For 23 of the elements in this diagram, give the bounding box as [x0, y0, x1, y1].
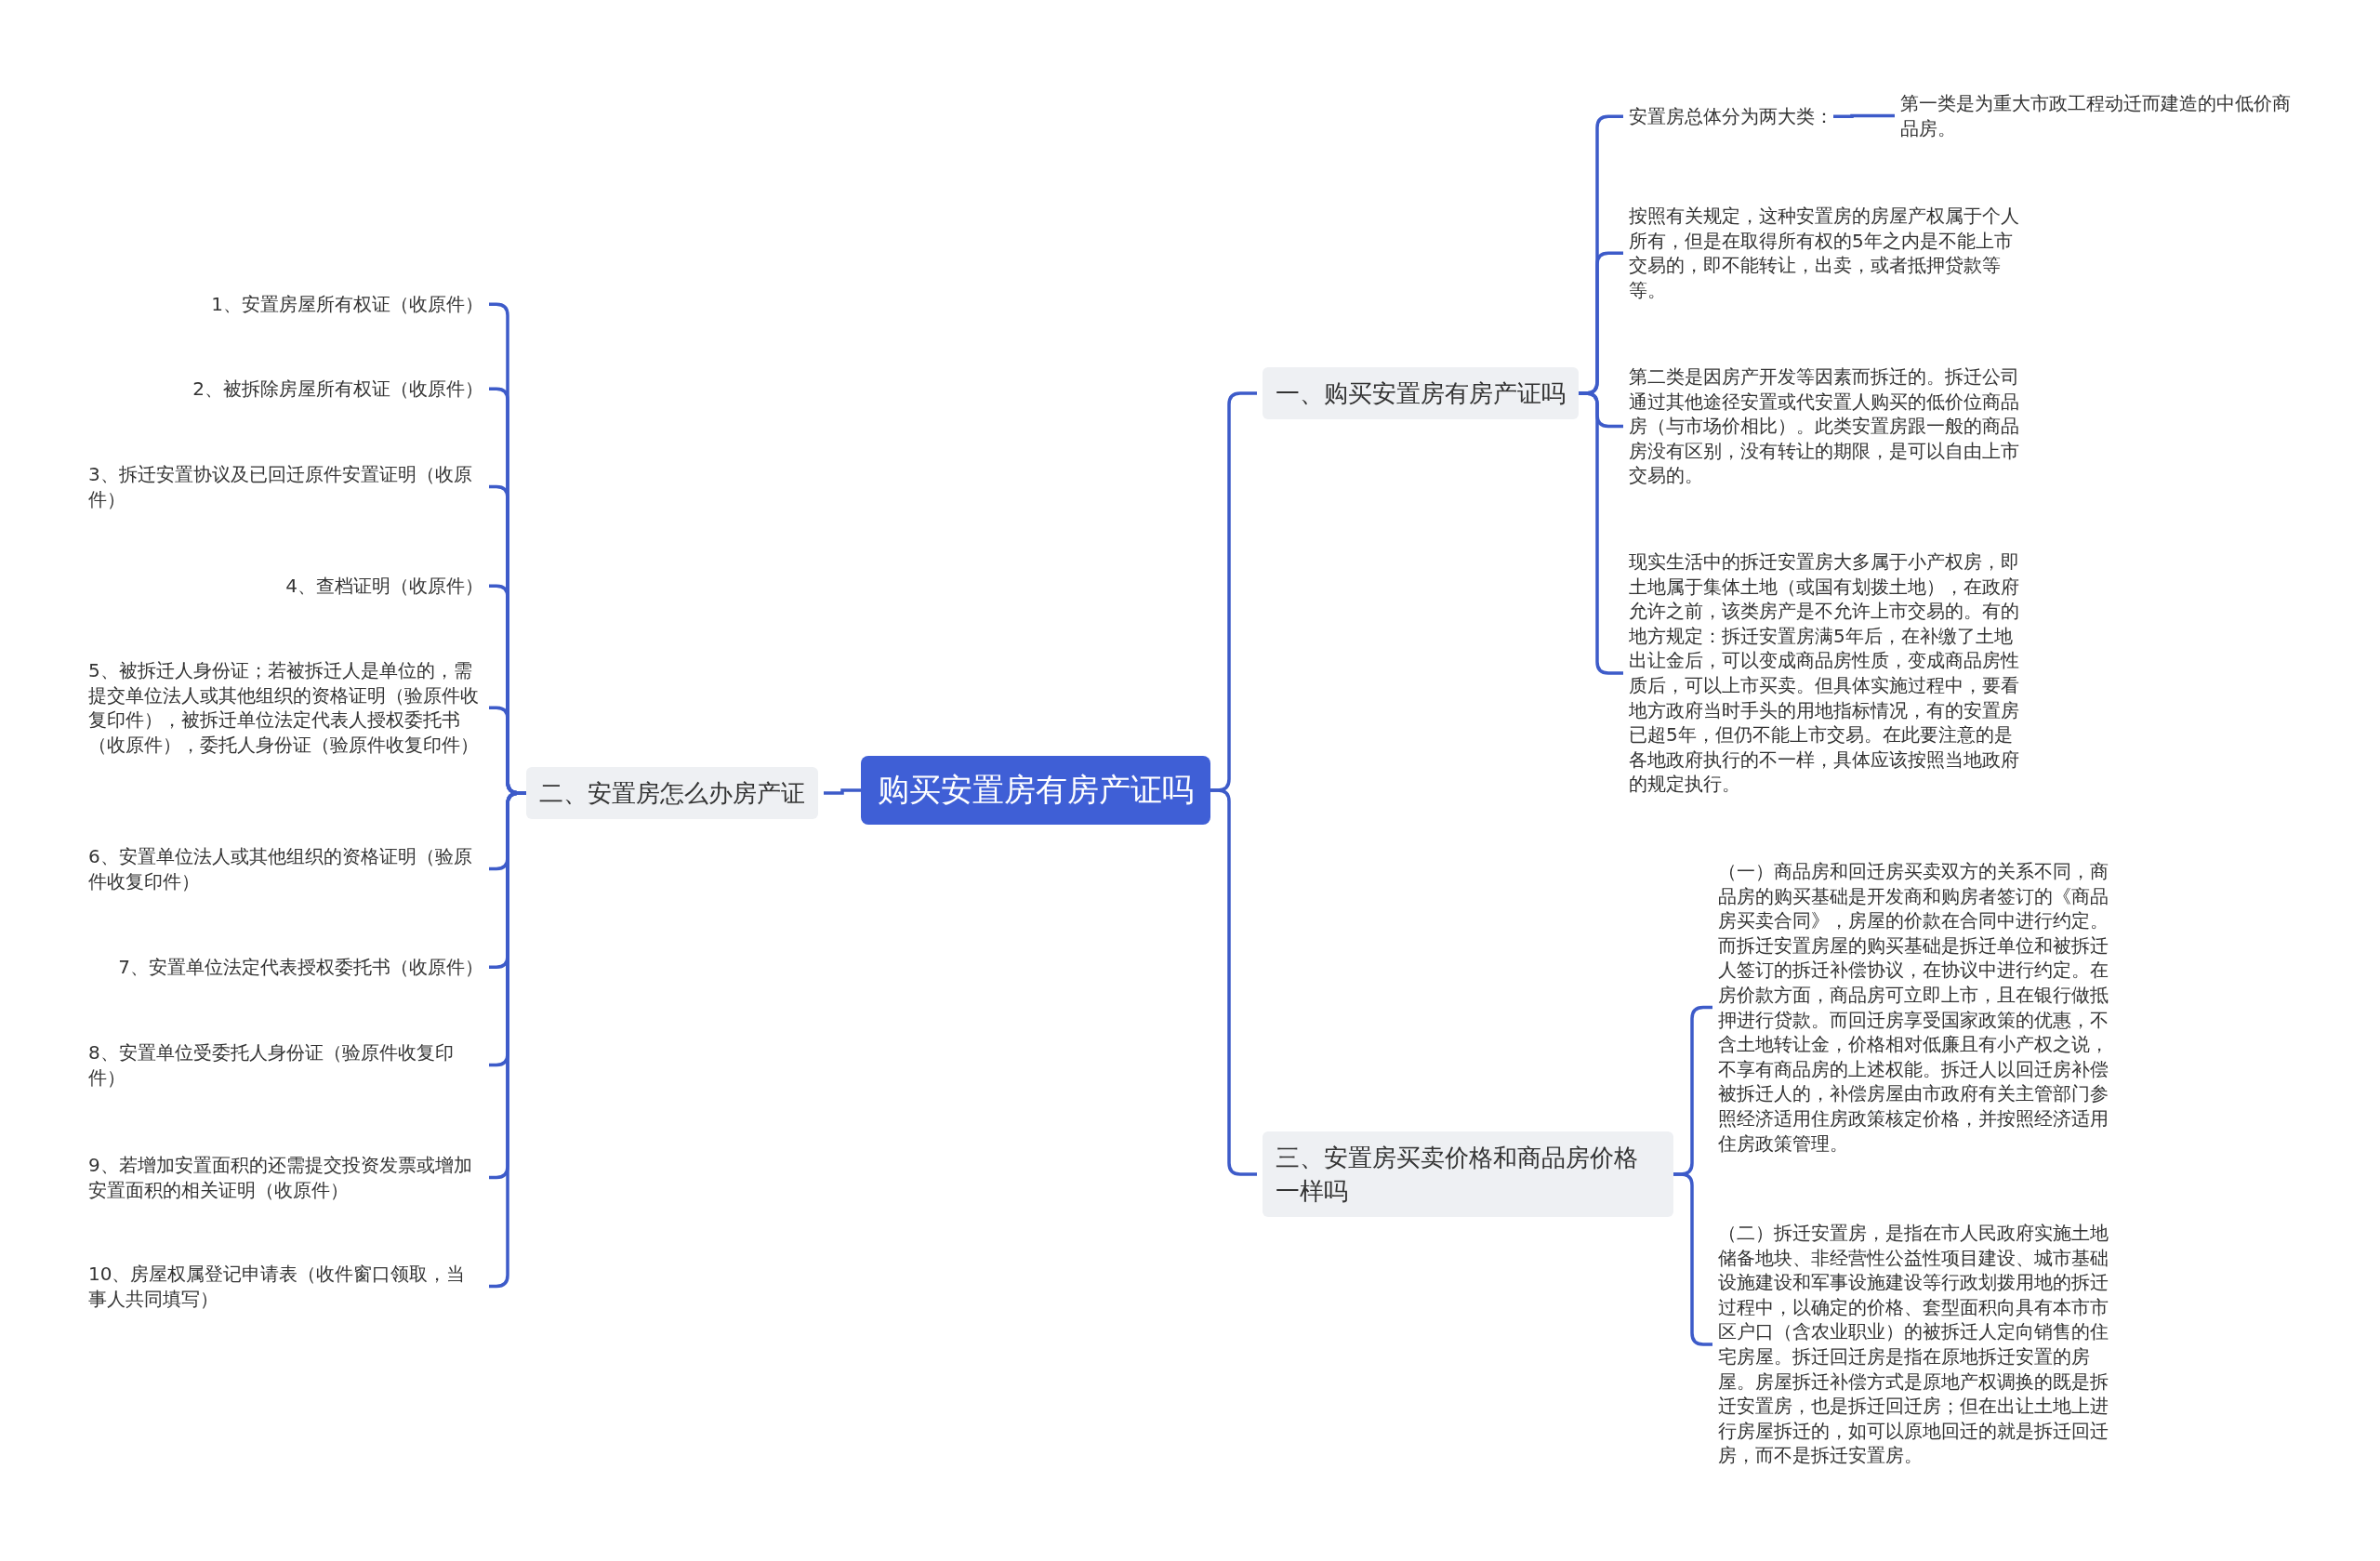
topic-text: 安置房总体分为两大类： [1629, 104, 1833, 129]
topic-text: 现实生活中的拆迁安置房大多属于小产权房，即土地属于集体土地（或国有划拨土地），在政府允许之前，该类房产是不允许上市交易的。有的地方规定：拆迁安置房满5年后，在补缴了土地出让金后，可以变成商品房性质，变成商品房性质后，可以上市买卖。但具体实施过程中，要看地方政府当时手头的用地指标情况，有的安置房已超5年，但仍不能上市交易。在此要注意的是各地政府执行的不一样，具体应该按照当地政府的规定执行。 [1629, 549, 2029, 797]
topic-text: 3、拆迁安置协议及已回迁原件安置证明（收原件） [88, 462, 483, 512]
branch-topic-box: 三、安置房买卖价格和商品房价格一样吗 [1263, 1131, 1673, 1217]
branch-topic-box: 二、安置房怎么办房产证 [526, 767, 818, 819]
topic-text: 第一类是为重大市政工程动迁而建造的中低价商品房。 [1900, 91, 2300, 141]
topic-text: 4、查档证明（收原件） [285, 574, 483, 599]
topic-text: 8、安置单位受委托人身份证（验原件收复印件） [88, 1040, 483, 1091]
topic-text: 10、房屋权属登记申请表（收件窗口领取，当事人共同填写） [88, 1262, 483, 1312]
topic-text: 6、安置单位法人或其他组织的资格证明（验原件收复印件） [88, 844, 483, 894]
topic-text: 5、被拆迁人身份证；若被拆迁人是单位的，需提交单位法人或其他组织的资格证明（验原件收复印件），被拆迁单位法定代表人授权委托书（收原件），委托人身份证（验原件收复印件） [88, 658, 483, 758]
topic-text: 7、安置单位法定代表授权委托书（收原件） [118, 955, 483, 980]
connector-line [824, 788, 861, 795]
branch-topic-box: 一、购买安置房有房产证吗 [1263, 367, 1579, 419]
topic-text: 2、被拆除房屋所有权证（收原件） [192, 377, 483, 402]
topic-text: 第二类是因房产开发等因素而拆迁的。拆迁公司通过其他途径安置或代安置人购买的低价位商品房（与市场价相比）。此类安置房跟一般的商品房没有区别，没有转让的期限，是可以自由上市交易的。 [1629, 364, 2029, 488]
root-topic-box: 购买安置房有房产证吗 [861, 756, 1210, 825]
topic-text: （二）拆迁安置房，是指在市人民政府实施土地储备地块、非经营性公益性项目建设、城市基础设施建设和军事设施建设等行政划拨用地的拆迁过程中，以确定的价格、套型面积向具有本市市区户口（含农业职业）的被拆迁人定向销售的住宅房屋。拆迁回迁房是指在原地拆迁安置的房屋。房屋拆迁补偿方式是原地产权调换的既是拆迁安置房，也是拆迁回迁房；但在出让土地上进行房屋拆迁的，如可以原地回迁的就是拆迁回迁房，而不是拆迁安置房。 [1718, 1221, 2118, 1468]
topic-text: 1、安置房屋所有权证（收原件） [211, 292, 483, 317]
topic-text: 9、若增加安置面积的还需提交投资发票或增加安置面积的相关证明（收原件） [88, 1153, 483, 1203]
connector-line [1833, 113, 1895, 119]
topic-text: （一）商品房和回迁房买卖双方的关系不同，商品房的购买基础是开发商和购房者签订的《商品房买卖合同》，房屋的价款在合同中进行约定。而拆迁安置房屋的购买基础是拆迁单位和被拆迁人签订的拆迁补偿协议，在协议中进行约定。在房价款方面，商品房可立即上市，且在银行做抵押进行贷款。而回迁房享受国家政策的优惠，不含土地转让金，价格相对低廉且有小产权之说，不享有商品房的上述权能。拆迁人以回迁房补偿被拆迁人的，补偿房屋由市政府有关主管部门参照经济适用住房政策核定价格，并按照经济适用住房政策管理。 [1718, 859, 2118, 1157]
topic-text: 按照有关规定，这种安置房的房屋产权属于个人所有，但是在取得所有权的5年之内是不能上市交易的，即不能转让，出卖，或者抵押贷款等等。 [1629, 204, 2029, 303]
